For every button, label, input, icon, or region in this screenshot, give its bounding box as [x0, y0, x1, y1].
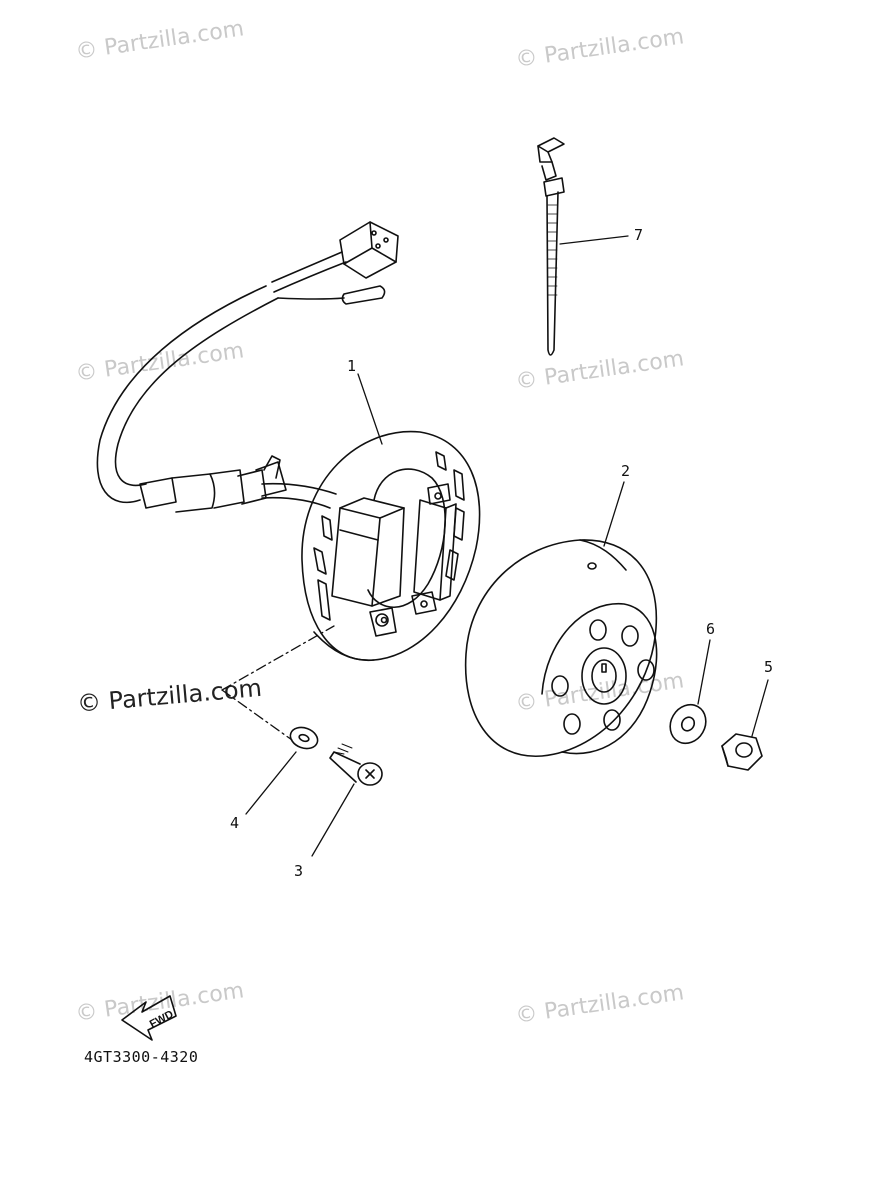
nut-part — [721, 733, 763, 771]
callout-4: 4 — [230, 814, 240, 832]
callout-2: 2 — [621, 462, 631, 480]
callout-6: 6 — [706, 620, 716, 638]
fwd-arrow-icon — [121, 995, 177, 1041]
rotor-flywheel-part — [464, 539, 658, 757]
screw-part — [329, 743, 383, 786]
callout-5: 5 — [764, 658, 774, 676]
callout-1: 1 — [347, 357, 357, 375]
washer-part — [669, 703, 707, 745]
fwd-label: FWD — [148, 1008, 176, 1030]
reference-code: 4GT3300-4320 — [84, 1048, 199, 1066]
leader-lines — [221, 235, 769, 857]
cable-tie-part — [537, 137, 565, 356]
stator-assembly-part — [96, 221, 481, 661]
callout-7: 7 — [634, 226, 644, 244]
callout-3: 3 — [294, 862, 304, 880]
small-washer-part — [289, 726, 319, 750]
